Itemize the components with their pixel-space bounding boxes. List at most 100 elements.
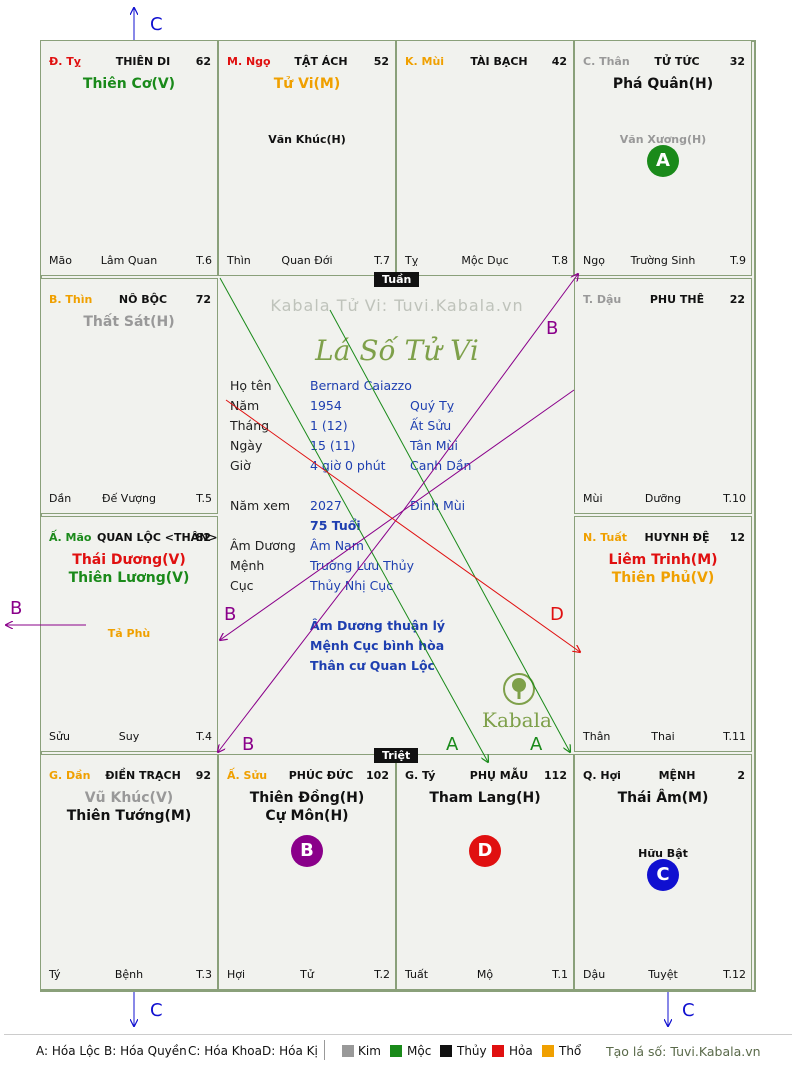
legend-thuy-swatch [440,1045,452,1057]
main-star: Thiên Lương(V) [68,570,190,586]
value-ngay: 15 (11) [310,438,356,453]
value-am-duong: Âm Nam [310,538,364,553]
legend-hoa-loc: A: Hóa Lộc [36,1044,101,1058]
legend-kim: Kim [358,1044,381,1058]
truong-sinh-label: Quan Đới [281,254,333,267]
dai-han-number: 2 [737,769,745,782]
legend-hoa-ki: D: Hóa Kị [262,1044,318,1058]
legend-hoa-khoa: C: Hóa Khoa [188,1044,262,1058]
note-menh-cuc: Mệnh Cục bình hòa [310,638,445,653]
truong-sinh-label: Suy [118,730,140,743]
thang-label: T.12 [723,968,746,981]
arrow-label-a-2: A [530,734,543,755]
thang-label: T.2 [374,968,390,981]
minor-star: Hữu Bật [638,847,688,860]
truong-sinh-label: Đế Vượng [102,492,156,505]
value-thang-can-chi: Ất Sửu [410,418,452,433]
can-chi-label: B. Thìn [49,293,93,306]
truong-sinh-label: Dưỡng [644,492,682,505]
main-stars: Tham Lang(H) [397,789,573,807]
arrow-label-b-1: B [546,318,558,339]
dai-han-number: 62 [195,55,211,68]
legend-hoa-swatch [492,1045,504,1057]
truong-sinh-label: Mộc Dục [461,254,509,267]
value-nam-can-chi: Quý Tỵ [410,398,455,413]
can-chi-label: M. Ngọ [227,55,271,68]
arrow-d-1 [225,399,580,652]
label-thang: Tháng [230,418,270,433]
legend-hoa: Hỏa [509,1044,533,1058]
value-nam-xem: 2027 [310,498,342,513]
dai-han-number: 112 [544,769,567,782]
legend-kim-swatch [342,1045,354,1057]
main-star: Thiên Cơ(V) [82,76,176,92]
can-chi-label: C. Thân [583,55,630,68]
dai-han-number: 42 [551,55,567,68]
main-star: Vũ Khúc(V) [84,790,174,806]
label-nam-xem: Năm xem [230,498,291,513]
branch-label: Tỵ [405,254,419,267]
main-star: Thái Dương(V) [72,552,186,568]
tuan-tag: Tuần [374,272,420,287]
main-stars: Thiên Đồng(H)Cự Môn(H) [219,789,395,825]
branch-label: Thân [583,730,611,743]
chart-title: Lá Số Tử Vi [315,334,479,367]
label-gio: Giờ [230,458,251,473]
arrow-b-2 [220,389,575,640]
branch-label: Hợi [227,968,246,981]
label-am-duong: Âm Dương [230,538,296,553]
main-stars: Thiên Cơ(V) [41,75,217,93]
arrow-label-a-1: A [446,734,459,755]
legend-tho: Thổ [559,1044,582,1058]
main-stars: Liêm Trinh(M) Thiên Phủ(V) [575,551,751,587]
thang-label: T.1 [552,968,568,981]
thang-label: T.3 [196,968,212,981]
dai-han-number: 32 [729,55,745,68]
truong-sinh-label: Mộ [476,968,494,981]
main-stars: Thái Âm(M) [575,789,751,807]
branch-label: Tuất [405,968,429,981]
branch-label: Ngọ [583,254,605,267]
label-nam: Năm [230,398,260,413]
arrow-label-b-3: B [242,734,254,755]
hoa-circle-badge: B [291,835,323,867]
value-gio: 4 giờ 0 phút [310,458,386,473]
value-menh: Trường Lưu Thủy [310,558,414,573]
main-star: Thiên Phủ(V) [611,570,715,586]
value-nam: 1954 [310,398,342,413]
main-star: Cự Môn(H) [265,808,349,824]
palace-name: NÔ BỘC [118,293,168,306]
thang-label: T.11 [723,730,746,743]
thang-label: T.10 [723,492,746,505]
value-cuc: Thủy Nhị Cục [310,578,394,593]
legend-moc: Mộc [407,1044,432,1058]
thang-label: T.9 [730,254,746,267]
arrow-label-c-bl: C [150,1000,163,1021]
main-stars: Tử Vi(M) [219,75,395,93]
legend-tho-swatch [542,1045,554,1057]
main-star: Thiên Tướng(M) [66,808,192,824]
hoa-circle-badge: C [647,859,679,891]
main-star: Tử Vi(M) [273,76,341,92]
label-ngay: Ngày [230,438,263,453]
hoa-circle-badge: A [647,145,679,177]
credit-link[interactable]: Tạo lá số: Tuvi.Kabala.vn [606,1044,761,1059]
main-star: Liêm Trinh(M) [608,552,718,568]
value-gio-can-chi: Canh Dần [410,458,472,473]
arrow-label-c-br: C [682,1000,695,1021]
arrow-label-d: D [550,604,564,625]
legend-hoa-quyen: B: Hóa Quyền [104,1044,187,1058]
center-info-panel: Kabala Tử Vi: Tuvi.Kabala.vn Lá Số Tử Vi… [220,278,574,752]
